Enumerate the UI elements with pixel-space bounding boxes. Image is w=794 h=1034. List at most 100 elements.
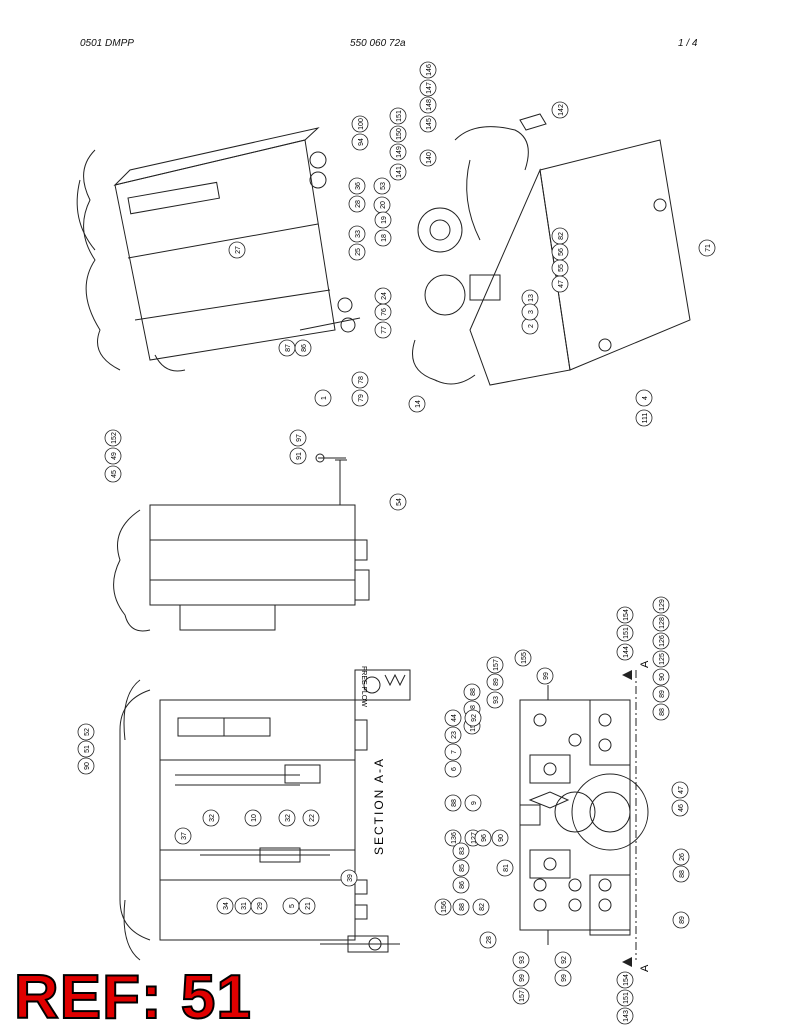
callout-number: 157 bbox=[519, 990, 526, 1002]
callout-bubble: 88 bbox=[444, 794, 462, 812]
callout-bubble: 36 bbox=[348, 177, 366, 195]
callout-number: 100 bbox=[358, 118, 365, 130]
callout-number: 83 bbox=[459, 847, 466, 855]
callout-bubble: 6 bbox=[444, 760, 462, 778]
callout-bubble: 83 bbox=[452, 842, 470, 860]
callout-number: 142 bbox=[558, 104, 565, 116]
callout-bubble: 77 bbox=[374, 321, 392, 339]
callout-number: 89 bbox=[493, 678, 500, 686]
callout-bubble: 154 bbox=[616, 971, 634, 989]
callout-number: 20 bbox=[380, 201, 387, 209]
callout-bubble: 14 bbox=[408, 395, 426, 413]
callout-number: 156 bbox=[441, 901, 448, 913]
callout-bubble: 90 bbox=[77, 757, 95, 775]
callout-bubble: 147 bbox=[419, 79, 437, 97]
callout-bubble: 4 bbox=[635, 389, 653, 407]
callout-number: 81 bbox=[503, 864, 510, 872]
callout-bubble: 140 bbox=[419, 149, 437, 167]
callout-bubble: 151 bbox=[616, 989, 634, 1007]
callout-bubble: 51 bbox=[77, 740, 95, 758]
valve-block-view bbox=[519, 670, 649, 960]
callout-bubble: 78 bbox=[351, 371, 369, 389]
callout-bubble: 45 bbox=[104, 465, 122, 483]
callout-number: 86 bbox=[301, 344, 308, 352]
callout-number: 45 bbox=[111, 470, 118, 478]
callout-bubble: 88 bbox=[672, 865, 690, 883]
callout-number: 27 bbox=[235, 246, 242, 254]
callout-bubble: 90 bbox=[491, 829, 509, 847]
top-left-unit bbox=[76, 127, 361, 372]
callout-number: 7 bbox=[451, 750, 458, 754]
callout-number: 154 bbox=[623, 609, 630, 621]
callout-number: 151 bbox=[396, 110, 403, 122]
callout-number: 33 bbox=[355, 230, 362, 238]
free-flow-label: FREE FLOW bbox=[360, 666, 367, 707]
header-page-number: 1 / 4 bbox=[678, 38, 698, 49]
callout-bubble: 19 bbox=[374, 211, 392, 229]
callout-number: 89 bbox=[659, 690, 666, 698]
callout-number: 77 bbox=[381, 326, 388, 334]
callout-number: 129 bbox=[659, 599, 666, 611]
callout-number: 82 bbox=[479, 903, 486, 911]
callout-bubble: 92 bbox=[554, 951, 572, 969]
callout-number: 127 bbox=[471, 832, 478, 844]
callout-bubble: 47 bbox=[671, 781, 689, 799]
callout-number: 5 bbox=[289, 904, 296, 908]
callout-bubble: 56 bbox=[551, 243, 569, 261]
callout-bubble: 143 bbox=[616, 1007, 634, 1025]
section-arrow-a-top: A bbox=[639, 660, 651, 668]
callout-number: 154 bbox=[623, 974, 630, 986]
callout-bubble: 97 bbox=[289, 429, 307, 447]
callout-number: 93 bbox=[519, 956, 526, 964]
callout-bubble: 89 bbox=[652, 685, 670, 703]
callout-bubble: 155 bbox=[514, 649, 532, 667]
callout-number: 150 bbox=[396, 128, 403, 140]
callout-bubble: 29 bbox=[250, 897, 268, 915]
callout-number: 10 bbox=[251, 814, 258, 822]
callout-number: 26 bbox=[679, 853, 686, 861]
callout-number: 28 bbox=[486, 936, 493, 944]
callout-number: 93 bbox=[493, 696, 500, 704]
callout-number: 149 bbox=[396, 146, 403, 158]
callout-bubble: 87 bbox=[278, 339, 296, 357]
callout-number: 22 bbox=[309, 814, 316, 822]
callout-number: 98 bbox=[470, 705, 477, 713]
callout-bubble: 91 bbox=[289, 447, 307, 465]
callout-bubble: 93 bbox=[486, 691, 504, 709]
callout-bubble: 76 bbox=[374, 303, 392, 321]
section-arrows bbox=[622, 670, 632, 967]
callout-number: 125 bbox=[659, 653, 666, 665]
callout-bubble: 99 bbox=[536, 667, 554, 685]
section-title: SECTION A-A bbox=[372, 757, 386, 855]
callout-bubble: 24 bbox=[374, 287, 392, 305]
callout-number: 34 bbox=[223, 902, 230, 910]
callout-number: 54 bbox=[396, 498, 403, 506]
callout-bubble: 145 bbox=[419, 115, 437, 133]
callout-bubble: 44 bbox=[444, 709, 462, 727]
callout-bubble: 88 bbox=[652, 703, 670, 721]
section-aa-view bbox=[119, 669, 411, 961]
callout-bubble: 129 bbox=[652, 596, 670, 614]
callout-number: 96 bbox=[481, 834, 488, 842]
callout-number: 6 bbox=[451, 767, 458, 771]
callout-number: 18 bbox=[381, 234, 388, 242]
callout-bubble: 7 bbox=[444, 743, 462, 761]
callout-bubble: 21 bbox=[298, 897, 316, 915]
callout-bubble: 32 bbox=[278, 809, 296, 827]
callout-number: 99 bbox=[561, 974, 568, 982]
callout-number: 92 bbox=[561, 956, 568, 964]
header-left-code: 0501 DMPP bbox=[80, 38, 134, 49]
callout-number: 144 bbox=[623, 646, 630, 658]
callout-number: 151 bbox=[623, 627, 630, 639]
callout-bubble: 99 bbox=[554, 969, 572, 987]
callout-bubble: 25 bbox=[348, 243, 366, 261]
callout-number: 31 bbox=[241, 902, 248, 910]
callout-bubble: 149 bbox=[389, 143, 407, 161]
header-part-number: 550 060 72a bbox=[350, 38, 406, 49]
callout-number: 2 bbox=[528, 324, 535, 328]
callout-bubble: 151 bbox=[616, 624, 634, 642]
callout-bubble: 90 bbox=[652, 668, 670, 686]
callout-number: 25 bbox=[355, 248, 362, 256]
callout-number: 56 bbox=[558, 248, 565, 256]
